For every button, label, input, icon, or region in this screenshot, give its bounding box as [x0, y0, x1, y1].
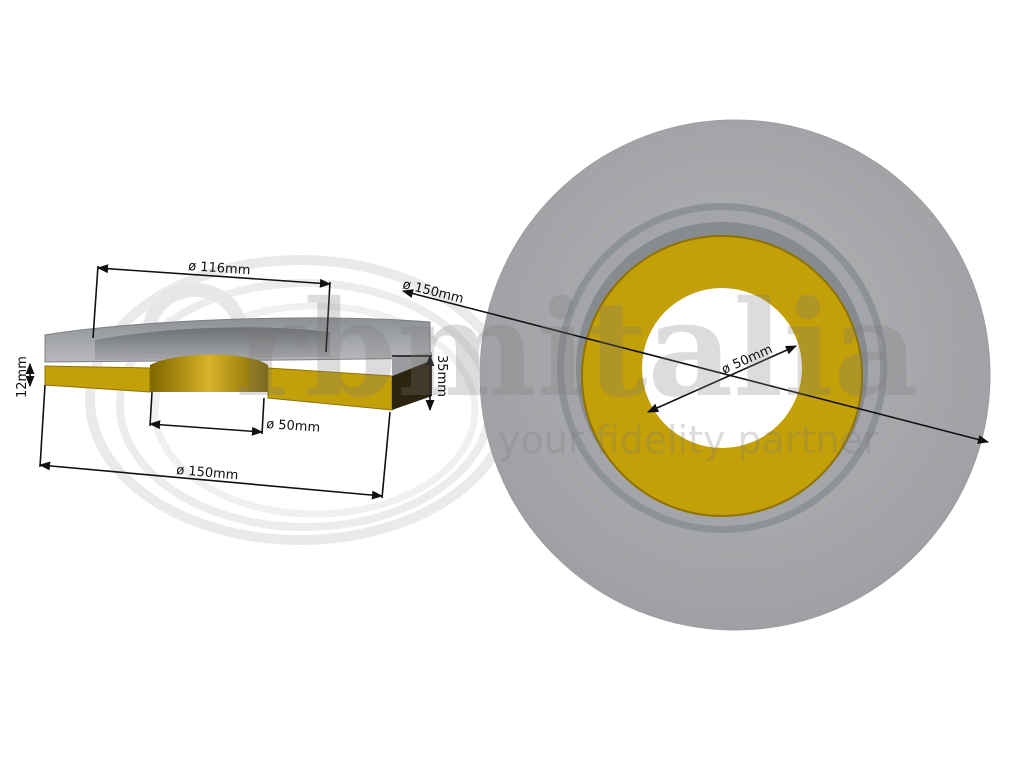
side-bore [150, 354, 268, 392]
dimension-lines [25, 264, 990, 500]
dim-label-side-50: ø 50mm [266, 417, 321, 436]
dim-label-116: ø 116mm [188, 259, 251, 278]
dim-label-side-150: ø 150mm [176, 463, 239, 483]
dim-label-35: 35mm [434, 355, 449, 397]
side-lining-left [44, 365, 151, 393]
watermark-tagline: your fidelity partner [498, 418, 879, 462]
watermark-brand: rbmitalia [235, 272, 919, 427]
side-recess [95, 327, 330, 360]
dim-label-12: 12mm [15, 356, 30, 398]
